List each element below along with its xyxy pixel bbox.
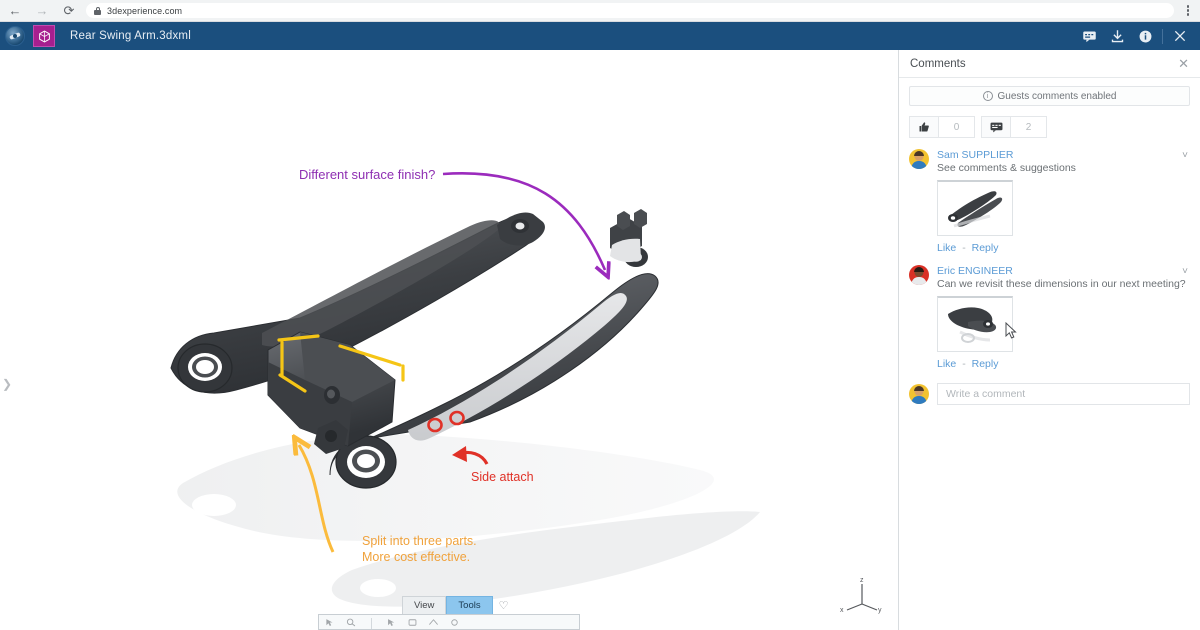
markup-orange-arrow xyxy=(299,445,335,553)
kebab-menu-icon[interactable] xyxy=(1184,5,1193,16)
reply-link[interactable]: Reply xyxy=(971,358,999,370)
address-bar-url: 3dexperience.com xyxy=(107,5,183,16)
like-count: 0 xyxy=(939,116,975,138)
comment-thumbnail[interactable] xyxy=(937,180,1013,236)
comments-header: Comments ✕ xyxy=(899,50,1200,78)
back-icon[interactable]: ← xyxy=(8,3,22,18)
markup-purple-arrow xyxy=(442,172,605,270)
chevron-down-icon[interactable]: ˅ xyxy=(1182,266,1188,277)
like-link[interactable]: Like xyxy=(937,242,957,254)
viewer-toolbar-tabs: View Tools ♡ xyxy=(318,596,580,614)
app-header: Rear Swing Arm.3dxml xyxy=(0,22,1200,50)
toolbar-divider xyxy=(371,618,372,629)
markup-red-arrowhead xyxy=(452,446,467,462)
document-title: Rear Swing Arm.3dxml xyxy=(70,30,191,42)
thumbs-up-icon xyxy=(919,122,929,132)
main-stage: ❯ xyxy=(0,50,1200,630)
comment-text: See comments & suggestions xyxy=(937,162,1076,174)
viewer-toolbar-panel xyxy=(318,614,580,630)
3dexperience-compass-logo[interactable] xyxy=(5,26,25,46)
viewer-toolbar: View Tools ♡ xyxy=(318,596,580,630)
toolbar-group-right xyxy=(386,618,460,627)
header-actions xyxy=(1075,22,1194,50)
forward-icon[interactable]: → xyxy=(35,3,49,18)
chevron-down-icon[interactable]: ˅ xyxy=(1182,150,1188,161)
axis-triad: z x y xyxy=(838,574,886,616)
pan-tool-icon[interactable] xyxy=(407,618,418,627)
avatar xyxy=(909,265,929,285)
comment-input[interactable]: Write a comment xyxy=(937,383,1190,405)
like-button[interactable] xyxy=(909,116,939,138)
comment-icon xyxy=(990,122,1002,132)
annotation-surface-finish: Different surface finish? xyxy=(299,167,436,182)
3d-viewer[interactable]: ❯ xyxy=(0,50,898,630)
guest-comments-banner: i Guests comments enabled xyxy=(909,86,1190,106)
comment-content: Sam SUPPLIER See comments & suggestions … xyxy=(937,149,1190,254)
pointer-tool-icon[interactable] xyxy=(325,618,336,627)
browser-toolbar: ← → ⟳ 3dexperience.com xyxy=(0,0,1200,22)
tab-view[interactable]: View xyxy=(402,596,447,614)
heart-icon[interactable]: ♡ xyxy=(498,599,509,612)
like-link[interactable]: Like xyxy=(937,358,957,370)
header-divider xyxy=(1162,28,1163,44)
info-icon: i xyxy=(982,91,993,101)
annotation-split-line1: Split into three parts. xyxy=(362,534,477,548)
comment-author[interactable]: Sam SUPPLIER xyxy=(937,149,1014,161)
comments-body: i Guests comments enabled 0 xyxy=(899,78,1200,630)
info-icon[interactable] xyxy=(1131,22,1159,50)
svg-text:z: z xyxy=(860,577,864,584)
action-separator: - xyxy=(962,358,966,370)
model-shadow xyxy=(177,434,760,607)
comments-title: Comments xyxy=(910,57,966,70)
comment-thumbnail[interactable] xyxy=(937,296,1013,352)
comment-actions: Like - Reply xyxy=(937,358,1190,370)
split-highlight-lines xyxy=(277,334,405,393)
tab-tools[interactable]: Tools xyxy=(446,596,493,614)
address-bar[interactable]: 3dexperience.com xyxy=(86,3,1174,18)
close-icon[interactable]: ✕ xyxy=(1178,56,1189,71)
comment-actions: Like - Reply xyxy=(937,242,1190,254)
action-separator: - xyxy=(962,242,966,254)
mouse-cursor xyxy=(1005,321,1017,340)
svg-text:y: y xyxy=(878,607,882,614)
guest-banner-label: Guests comments enabled xyxy=(997,90,1117,102)
measure-tool-icon[interactable] xyxy=(428,618,439,627)
magnifier-tool-icon[interactable] xyxy=(346,618,357,627)
annotation-split-line2: More cost effective. xyxy=(362,550,471,564)
section-tool-icon[interactable] xyxy=(449,618,460,627)
cube-icon xyxy=(38,30,50,42)
svg-text:x: x xyxy=(840,607,844,614)
comment-text: Can we revisit these dimensions in our n… xyxy=(937,278,1186,290)
comment-author[interactable]: Eric ENGINEER xyxy=(937,265,1013,277)
cursor-tool-icon[interactable] xyxy=(386,618,397,627)
comments-panel: Comments ✕ i Guests comments enabled 0 xyxy=(898,50,1200,630)
lock-icon xyxy=(94,6,101,15)
toolbar-group-left xyxy=(325,618,357,627)
markup-red-circles xyxy=(427,410,465,433)
comment-item: Eric ENGINEER Can we revisit these dimen… xyxy=(909,265,1190,370)
comment-count-button[interactable] xyxy=(981,116,1011,138)
markup-red-arrow xyxy=(457,450,489,465)
reaction-counters: 0 2 xyxy=(909,116,1190,138)
chevron-right-icon[interactable]: ❯ xyxy=(1,377,13,391)
browser-nav-buttons: ← → ⟳ xyxy=(8,4,76,18)
comment-item: Sam SUPPLIER See comments & suggestions … xyxy=(909,149,1190,254)
download-icon[interactable] xyxy=(1103,22,1131,50)
comment-content: Eric ENGINEER Can we revisit these dimen… xyxy=(937,265,1190,370)
annotation-split-parts: Split into three parts. More cost effect… xyxy=(362,533,477,565)
avatar xyxy=(909,384,929,404)
comment-count: 2 xyxy=(1011,116,1047,138)
close-icon[interactable] xyxy=(1166,22,1194,50)
avatar xyxy=(909,149,929,169)
reply-link[interactable]: Reply xyxy=(971,242,999,254)
reload-icon[interactable]: ⟳ xyxy=(63,3,75,18)
3d-part-app-icon[interactable] xyxy=(33,25,55,47)
comment-icon[interactable] xyxy=(1075,22,1103,50)
comment-composer: Write a comment xyxy=(909,383,1190,405)
annotation-side-attach: Side attach xyxy=(471,470,534,484)
